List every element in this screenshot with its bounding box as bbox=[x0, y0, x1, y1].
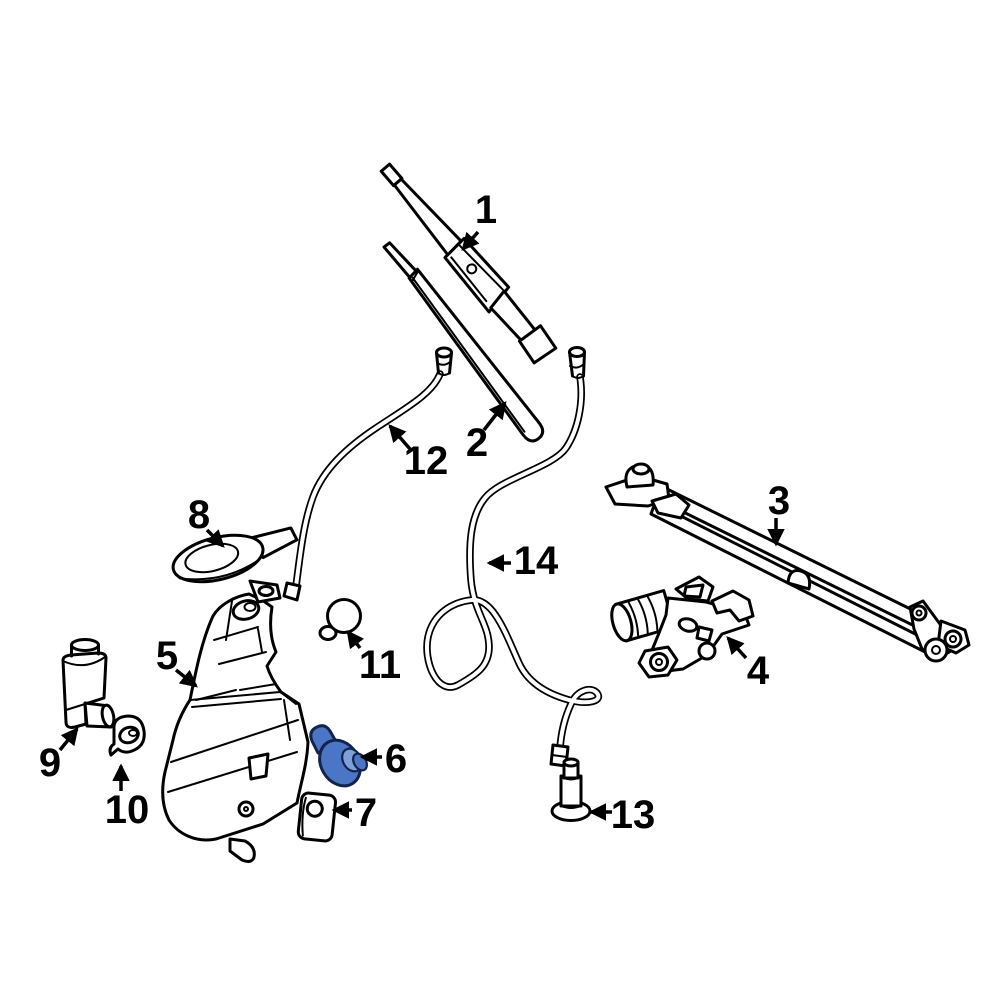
part-mounting-bolt bbox=[550, 757, 592, 822]
callout-arrows bbox=[58, 230, 785, 821]
part-grommet bbox=[108, 714, 146, 757]
callout-arrow-4 bbox=[726, 636, 748, 660]
part-retainer-clip bbox=[318, 598, 362, 641]
callout-label-5: 5 bbox=[156, 634, 178, 678]
callout-label-14: 14 bbox=[514, 539, 559, 583]
callout-arrow-2 bbox=[482, 401, 507, 432]
callout-label-2: 2 bbox=[466, 421, 488, 465]
callout-label-12: 12 bbox=[404, 439, 449, 483]
callout-arrow-1 bbox=[461, 230, 480, 251]
callout-label-1: 1 bbox=[475, 188, 497, 232]
callout-label-6: 6 bbox=[385, 737, 407, 781]
callout-arrow-11 bbox=[346, 630, 365, 650]
part-washer-pump bbox=[61, 638, 116, 729]
callout-label-13: 13 bbox=[611, 793, 656, 837]
callout-label-4: 4 bbox=[747, 649, 770, 693]
callout-label-7: 7 bbox=[355, 791, 377, 835]
callout-label-10: 10 bbox=[105, 788, 150, 832]
part-washer-hose-short bbox=[282, 346, 453, 602]
callout-label-11: 11 bbox=[359, 643, 401, 687]
callout-arrow-12 bbox=[388, 424, 412, 451]
part-screw-highlighted bbox=[309, 724, 368, 788]
part-wiper-motor bbox=[610, 575, 755, 679]
callout-label-8: 8 bbox=[188, 493, 210, 537]
callout-arrow-8 bbox=[205, 528, 225, 548]
callout-label-3: 3 bbox=[768, 479, 790, 523]
part-wiper-arm bbox=[382, 241, 545, 443]
part-wiper-linkage bbox=[604, 462, 971, 663]
part-washer-reservoir bbox=[161, 579, 310, 863]
callout-label-9: 9 bbox=[39, 741, 61, 785]
part-wiper-blade bbox=[379, 162, 558, 365]
callout-arrow-9 bbox=[58, 727, 79, 752]
callout-labels: 1 2 3 4 5 6 7 8 9 10 11 12 13 14 bbox=[39, 188, 790, 837]
callout-arrow-5 bbox=[174, 668, 198, 688]
part-spacer-plate bbox=[296, 791, 338, 843]
